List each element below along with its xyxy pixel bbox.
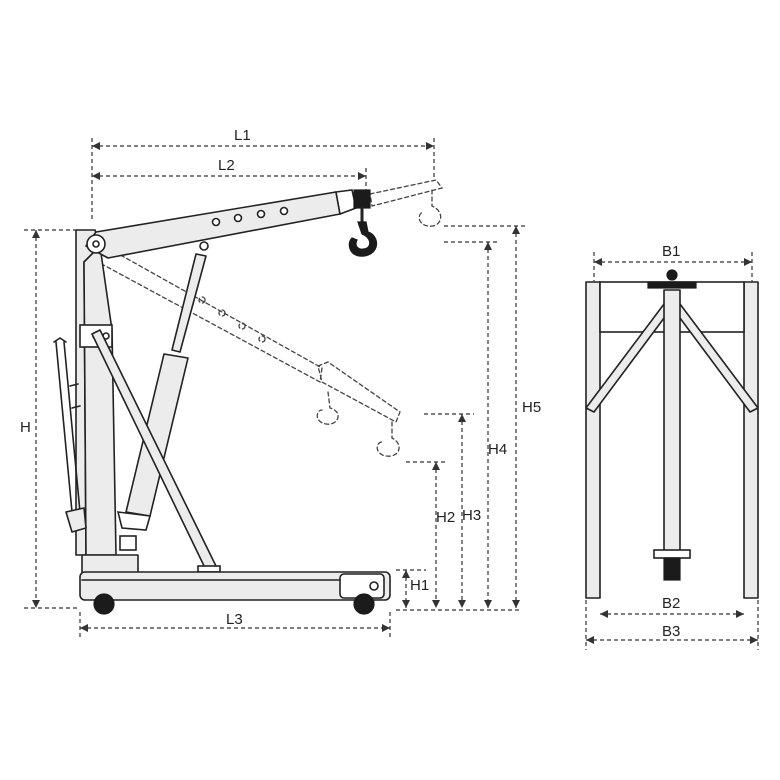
side-view: [53, 179, 444, 615]
dimension-labels: L1 L2 L3 H H1 H2 H3 H4 H5 B1 B2 B3: [20, 127, 680, 640]
leg-brace: [91, 329, 221, 573]
front-mast: [647, 269, 697, 581]
label-b3: B3: [662, 623, 680, 640]
boom-extended-ghost: [369, 179, 444, 227]
boom-raised: [85, 189, 357, 259]
label-b1: B1: [662, 243, 680, 260]
pump-handle: [53, 337, 87, 533]
label-l2: L2: [218, 157, 235, 174]
label-h2: H2: [436, 509, 455, 526]
boom-lowered-ghost: [85, 237, 401, 457]
label-h4: H4: [488, 441, 507, 458]
label-h5: H5: [522, 399, 541, 416]
label-h: H: [20, 419, 31, 436]
mast: [75, 229, 139, 576]
front-view: [585, 269, 759, 599]
label-l1: L1: [234, 127, 251, 144]
chassis: [79, 571, 391, 615]
label-l3: L3: [226, 611, 243, 628]
label-h3: H3: [462, 507, 481, 524]
crane-hook: [348, 189, 378, 257]
front-braces: [585, 303, 759, 413]
label-h1: H1: [410, 577, 429, 594]
dimension-lines: [24, 138, 759, 650]
label-b2: B2: [662, 595, 680, 612]
hydraulic-ram: [116, 253, 207, 551]
